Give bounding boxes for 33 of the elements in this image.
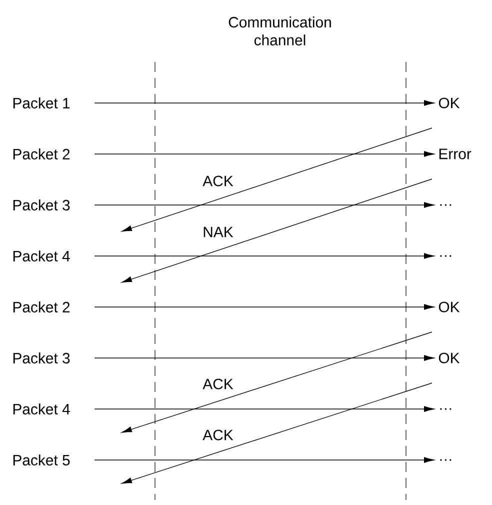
- packet-label: Packet 4: [13, 404, 70, 414]
- result-label: OK: [438, 302, 460, 312]
- arrow: [122, 178, 432, 283]
- arrow: [94, 100, 434, 106]
- packet-label: Packet 3: [13, 200, 70, 210]
- packet-label: Packet 3: [13, 352, 70, 364]
- packet-label: Packet 2: [13, 148, 70, 160]
- packet-label: Packet 5: [13, 454, 70, 466]
- result-label: …: [440, 255, 452, 257]
- edge-label: NAK: [202, 226, 234, 238]
- arrow: [94, 151, 434, 157]
- edge-label: ACK: [202, 174, 234, 188]
- result-label: OK: [438, 352, 460, 364]
- arrow: [94, 253, 434, 259]
- arrow: [94, 457, 434, 463]
- result-label: …: [440, 204, 452, 206]
- arrow: [94, 304, 434, 310]
- arrow: [122, 382, 432, 484]
- arrow: [94, 406, 434, 412]
- packet-label: Packet 4: [13, 250, 70, 262]
- arrow: [122, 128, 432, 232]
- arrow: [94, 355, 434, 361]
- arrow: [94, 202, 434, 208]
- edge-label: ACK: [202, 378, 234, 390]
- packet-label: Packet 1: [13, 98, 70, 108]
- result-label: Error: [439, 148, 472, 160]
- edge-label: ACK: [202, 428, 234, 442]
- result-label: OK: [438, 98, 460, 108]
- result-label: …: [440, 459, 452, 461]
- channel-label: Communication channel: [228, 16, 331, 46]
- packet-label: Packet 2: [13, 302, 70, 312]
- arrow: [122, 332, 432, 433]
- result-label: …: [440, 408, 452, 410]
